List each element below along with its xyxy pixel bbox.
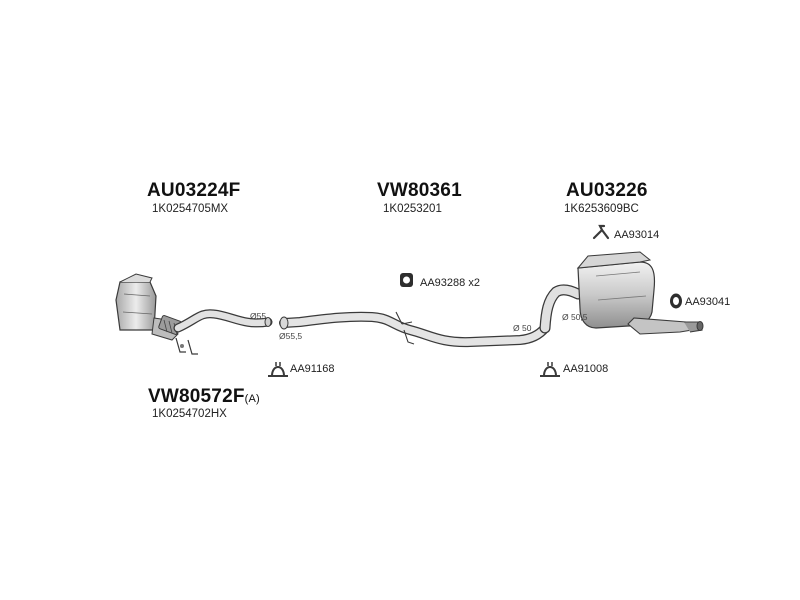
rubber-mount-label: AA93288 x2 — [420, 277, 480, 289]
dimension-55-5: Ø55,5 — [279, 331, 303, 341]
front-pipe-oem: 1K0254705MX — [152, 203, 229, 215]
front-pipe-code: AU03224F — [147, 180, 241, 201]
middle-pipe-oem: 1K0253201 — [383, 203, 442, 215]
rubber-ring-label: AA93041 — [685, 296, 731, 308]
catalyst-code-suffix: (A) — [244, 393, 260, 405]
front-pipe[interactable] — [173, 309, 273, 333]
hanger-bracket-label: AA93014 — [614, 229, 660, 241]
clamp-front-label: AA91168 — [290, 363, 335, 375]
middle-pipe[interactable] — [279, 311, 550, 348]
rear-silencer[interactable] — [539, 251, 704, 335]
dimension-50: Ø 50 — [513, 323, 532, 333]
catalyst-code-text: VW80572F — [148, 386, 245, 407]
dimension-55: Ø55 — [250, 311, 267, 321]
catalytic-converter[interactable] — [115, 273, 198, 355]
rubber-mount-icon — [400, 273, 413, 287]
catalyst-oem: 1K0254702HX — [152, 408, 227, 420]
clamp-front-icon — [268, 362, 288, 377]
hanger-bracket-icon — [592, 224, 610, 240]
dimension-50-5: Ø 50,5 — [562, 312, 588, 322]
rear-silencer-oem: 1K6253609BC — [564, 203, 639, 215]
clamp-rear-label: AA91008 — [563, 363, 609, 375]
clamp-rear-icon — [540, 362, 560, 377]
rubber-ring-icon — [670, 293, 682, 309]
middle-pipe-code: VW80361 — [377, 180, 462, 201]
rear-silencer-code: AU03226 — [566, 180, 648, 201]
catalyst-code: VW80572F(A) — [148, 386, 260, 408]
